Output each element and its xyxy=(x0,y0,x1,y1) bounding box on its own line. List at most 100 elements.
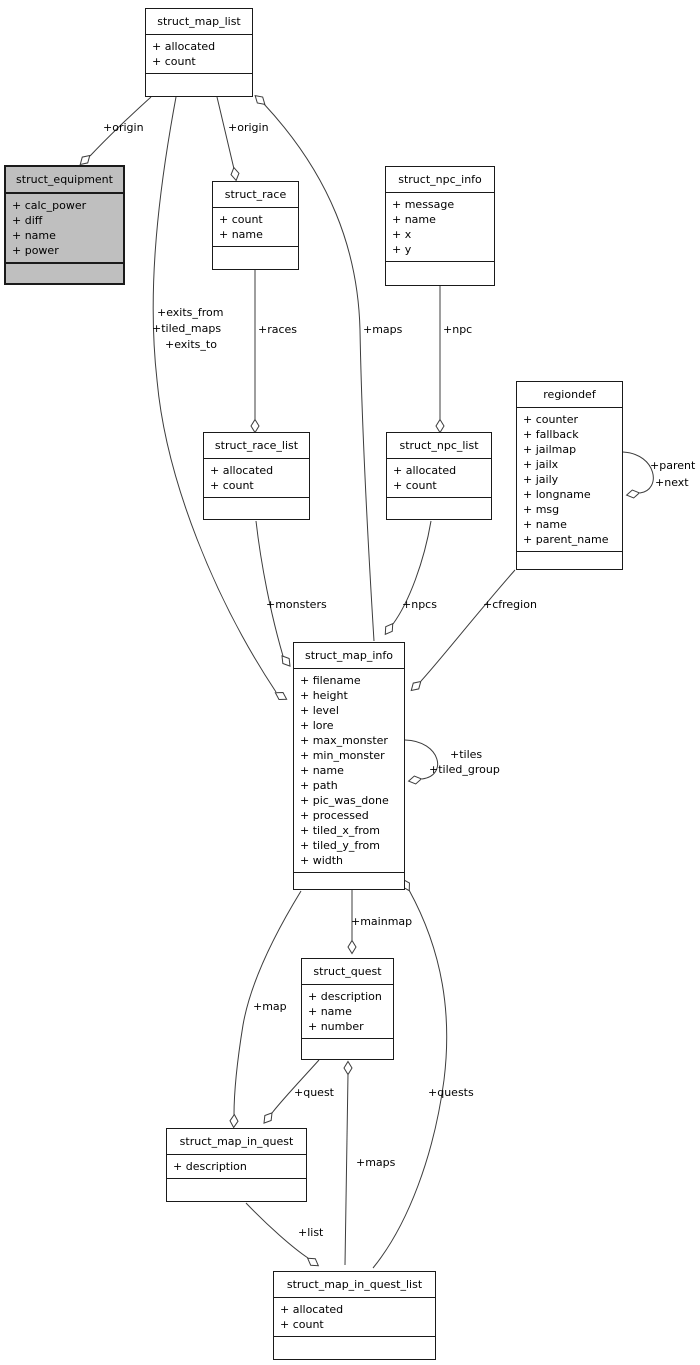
class-fields-struct-quest: + description + name + number xyxy=(302,985,393,1039)
aggregation-diamond-icon xyxy=(347,939,357,955)
class-field: + power xyxy=(12,244,59,257)
class-methods-compartment xyxy=(274,1337,435,1359)
class-title-regiondef[interactable]: regiondef xyxy=(517,382,622,408)
edge-exits xyxy=(152,96,277,693)
edge-region-self xyxy=(622,451,654,494)
aggregation-diamond-icon xyxy=(407,775,423,785)
class-struct-equipment[interactable]: struct_equipment+ calc_power+ diff+ name… xyxy=(4,165,125,285)
aggregation-diamond-icon xyxy=(410,680,422,692)
class-field: + jailmap xyxy=(523,443,577,456)
edge-label-origin-equipment: +origin xyxy=(103,121,144,134)
edge-map xyxy=(233,890,302,1116)
aggregation-diamond-icon xyxy=(384,622,394,636)
aggregation-diamond-icon xyxy=(625,489,641,499)
class-struct-race-list[interactable]: struct_race_list+ allocated+ count xyxy=(203,432,310,520)
class-field: + path xyxy=(300,779,338,792)
class-field: + count xyxy=(152,55,196,68)
class-field: + allocated xyxy=(393,464,457,477)
edge-maps-bottom xyxy=(344,1073,349,1266)
class-title-struct-race[interactable]: struct_race xyxy=(213,182,298,208)
class-struct-map-info[interactable]: struct_map_info + filename + height + level… xyxy=(293,642,405,890)
edge-label-cfregion: +cfregion xyxy=(483,598,537,611)
class-title-struct-npc-list[interactable]: struct_npc_list xyxy=(387,433,491,459)
class-field: + name xyxy=(392,213,436,226)
class-fields-struct-race: + count+ name xyxy=(213,208,298,247)
class-field: + description xyxy=(308,990,382,1003)
edge-quests xyxy=(372,889,448,1269)
class-title-struct-map-list[interactable]: struct_map_list xyxy=(146,9,252,35)
class-field: + x xyxy=(392,228,412,241)
edge-maps-top xyxy=(263,103,375,642)
class-fields-regiondef: + counter+ fallback+ jailmap+ jailx+ jai… xyxy=(517,408,622,552)
class-regiondef[interactable]: regiondef+ counter+ fallback+ jailmap+ j… xyxy=(516,381,623,570)
edge-monsters xyxy=(255,520,284,657)
class-field: + name xyxy=(308,1005,352,1018)
class-field: + count xyxy=(280,1318,324,1331)
edge-label-quest: +quest xyxy=(294,1086,334,1099)
class-field: + processed xyxy=(300,809,369,822)
class-struct-map-list[interactable]: struct_map_list + allocated + count xyxy=(145,8,253,97)
edge-label-races: +races xyxy=(258,323,298,336)
class-title-struct-equipment[interactable]: struct_equipment xyxy=(6,167,123,194)
class-field: + counter xyxy=(523,413,579,426)
class-title-struct-npc-info[interactable]: struct_npc_info xyxy=(386,167,494,193)
class-struct-npc-list[interactable]: struct_npc_list+ allocated+ count xyxy=(386,432,492,520)
class-struct-map-in-quest-list[interactable]: struct_map_in_quest_list + allocated + cou… xyxy=(273,1271,436,1360)
class-field: + min_monster xyxy=(300,749,385,762)
class-field: + tiled_x_from xyxy=(300,824,380,837)
edge-label-npc: +npc xyxy=(443,323,473,336)
class-fields-struct-npc-info: + message + name + x + y xyxy=(386,193,494,262)
class-fields-struct-race-list: + allocated+ count xyxy=(204,459,309,498)
class-methods-compartment xyxy=(386,262,494,285)
class-struct-race[interactable]: struct_race+ count+ name xyxy=(212,181,299,270)
class-title-struct-map-info[interactable]: struct_map_info xyxy=(294,643,404,669)
class-field: + calc_power xyxy=(12,199,87,212)
class-fields-struct-map-in-quest: + description xyxy=(167,1155,306,1179)
aggregation-diamond-icon xyxy=(263,1112,273,1124)
class-methods-compartment xyxy=(204,498,309,519)
class-field: + name xyxy=(523,518,567,531)
class-field: + description xyxy=(173,1160,247,1173)
aggregation-diamond-icon xyxy=(274,692,288,700)
class-field: + jaily xyxy=(523,473,559,486)
class-field: + parent_name xyxy=(523,533,609,546)
edge-label-maps-top: +maps xyxy=(363,323,403,336)
class-title-struct-race-list[interactable]: struct_race_list xyxy=(204,433,309,459)
aggregation-diamond-icon xyxy=(79,154,91,166)
edge-label-npcs: +npcs xyxy=(402,598,437,611)
class-title-struct-map-in-quest-list[interactable]: struct_map_in_quest_list xyxy=(274,1272,435,1298)
class-field: + filename xyxy=(300,674,361,687)
class-fields-struct-equipment: + calc_power+ diff+ name+ power xyxy=(6,194,123,264)
aggregation-diamond-icon xyxy=(254,95,266,105)
class-field: + allocated xyxy=(280,1303,344,1316)
class-field: + jailx xyxy=(523,458,559,471)
edge-npcs xyxy=(392,520,432,625)
class-field: + y xyxy=(392,243,412,256)
aggregation-diamond-icon xyxy=(230,166,240,182)
class-methods-compartment xyxy=(294,873,404,889)
class-struct-map-in-quest[interactable]: struct_map_in_quest + description xyxy=(166,1128,307,1202)
edge-origin-race xyxy=(216,96,235,170)
edge-label-map: +map xyxy=(253,1000,287,1013)
edge-label-mainmap: +mainmap xyxy=(351,915,413,928)
class-field: + width xyxy=(300,854,344,867)
class-field: + allocated xyxy=(210,464,274,477)
class-field: + name xyxy=(219,228,263,241)
class-field: + height xyxy=(300,689,348,702)
class-field: + tiled_y_from xyxy=(300,839,380,852)
class-struct-npc-info[interactable]: struct_npc_info + message + name + x + y xyxy=(385,166,495,286)
class-fields-struct-map-info: + filename+ height+ level+ lore+ max_mon… xyxy=(294,669,404,873)
class-field: + level xyxy=(300,704,339,717)
class-field: + message xyxy=(392,198,455,211)
class-struct-quest[interactable]: struct_quest + description + name + number xyxy=(301,958,394,1060)
class-title-struct-quest[interactable]: struct_quest xyxy=(302,959,393,985)
class-field: + number xyxy=(308,1020,364,1033)
class-methods-compartment xyxy=(213,247,298,269)
class-methods-compartment xyxy=(146,74,252,96)
class-fields-struct-map-list: + allocated + count xyxy=(146,35,252,74)
class-field: + allocated xyxy=(152,40,216,53)
aggregation-diamond-icon xyxy=(281,655,291,667)
edge-label-monsters: +monsters xyxy=(266,598,327,611)
class-title-struct-map-in-quest[interactable]: struct_map_in_quest xyxy=(167,1129,306,1155)
